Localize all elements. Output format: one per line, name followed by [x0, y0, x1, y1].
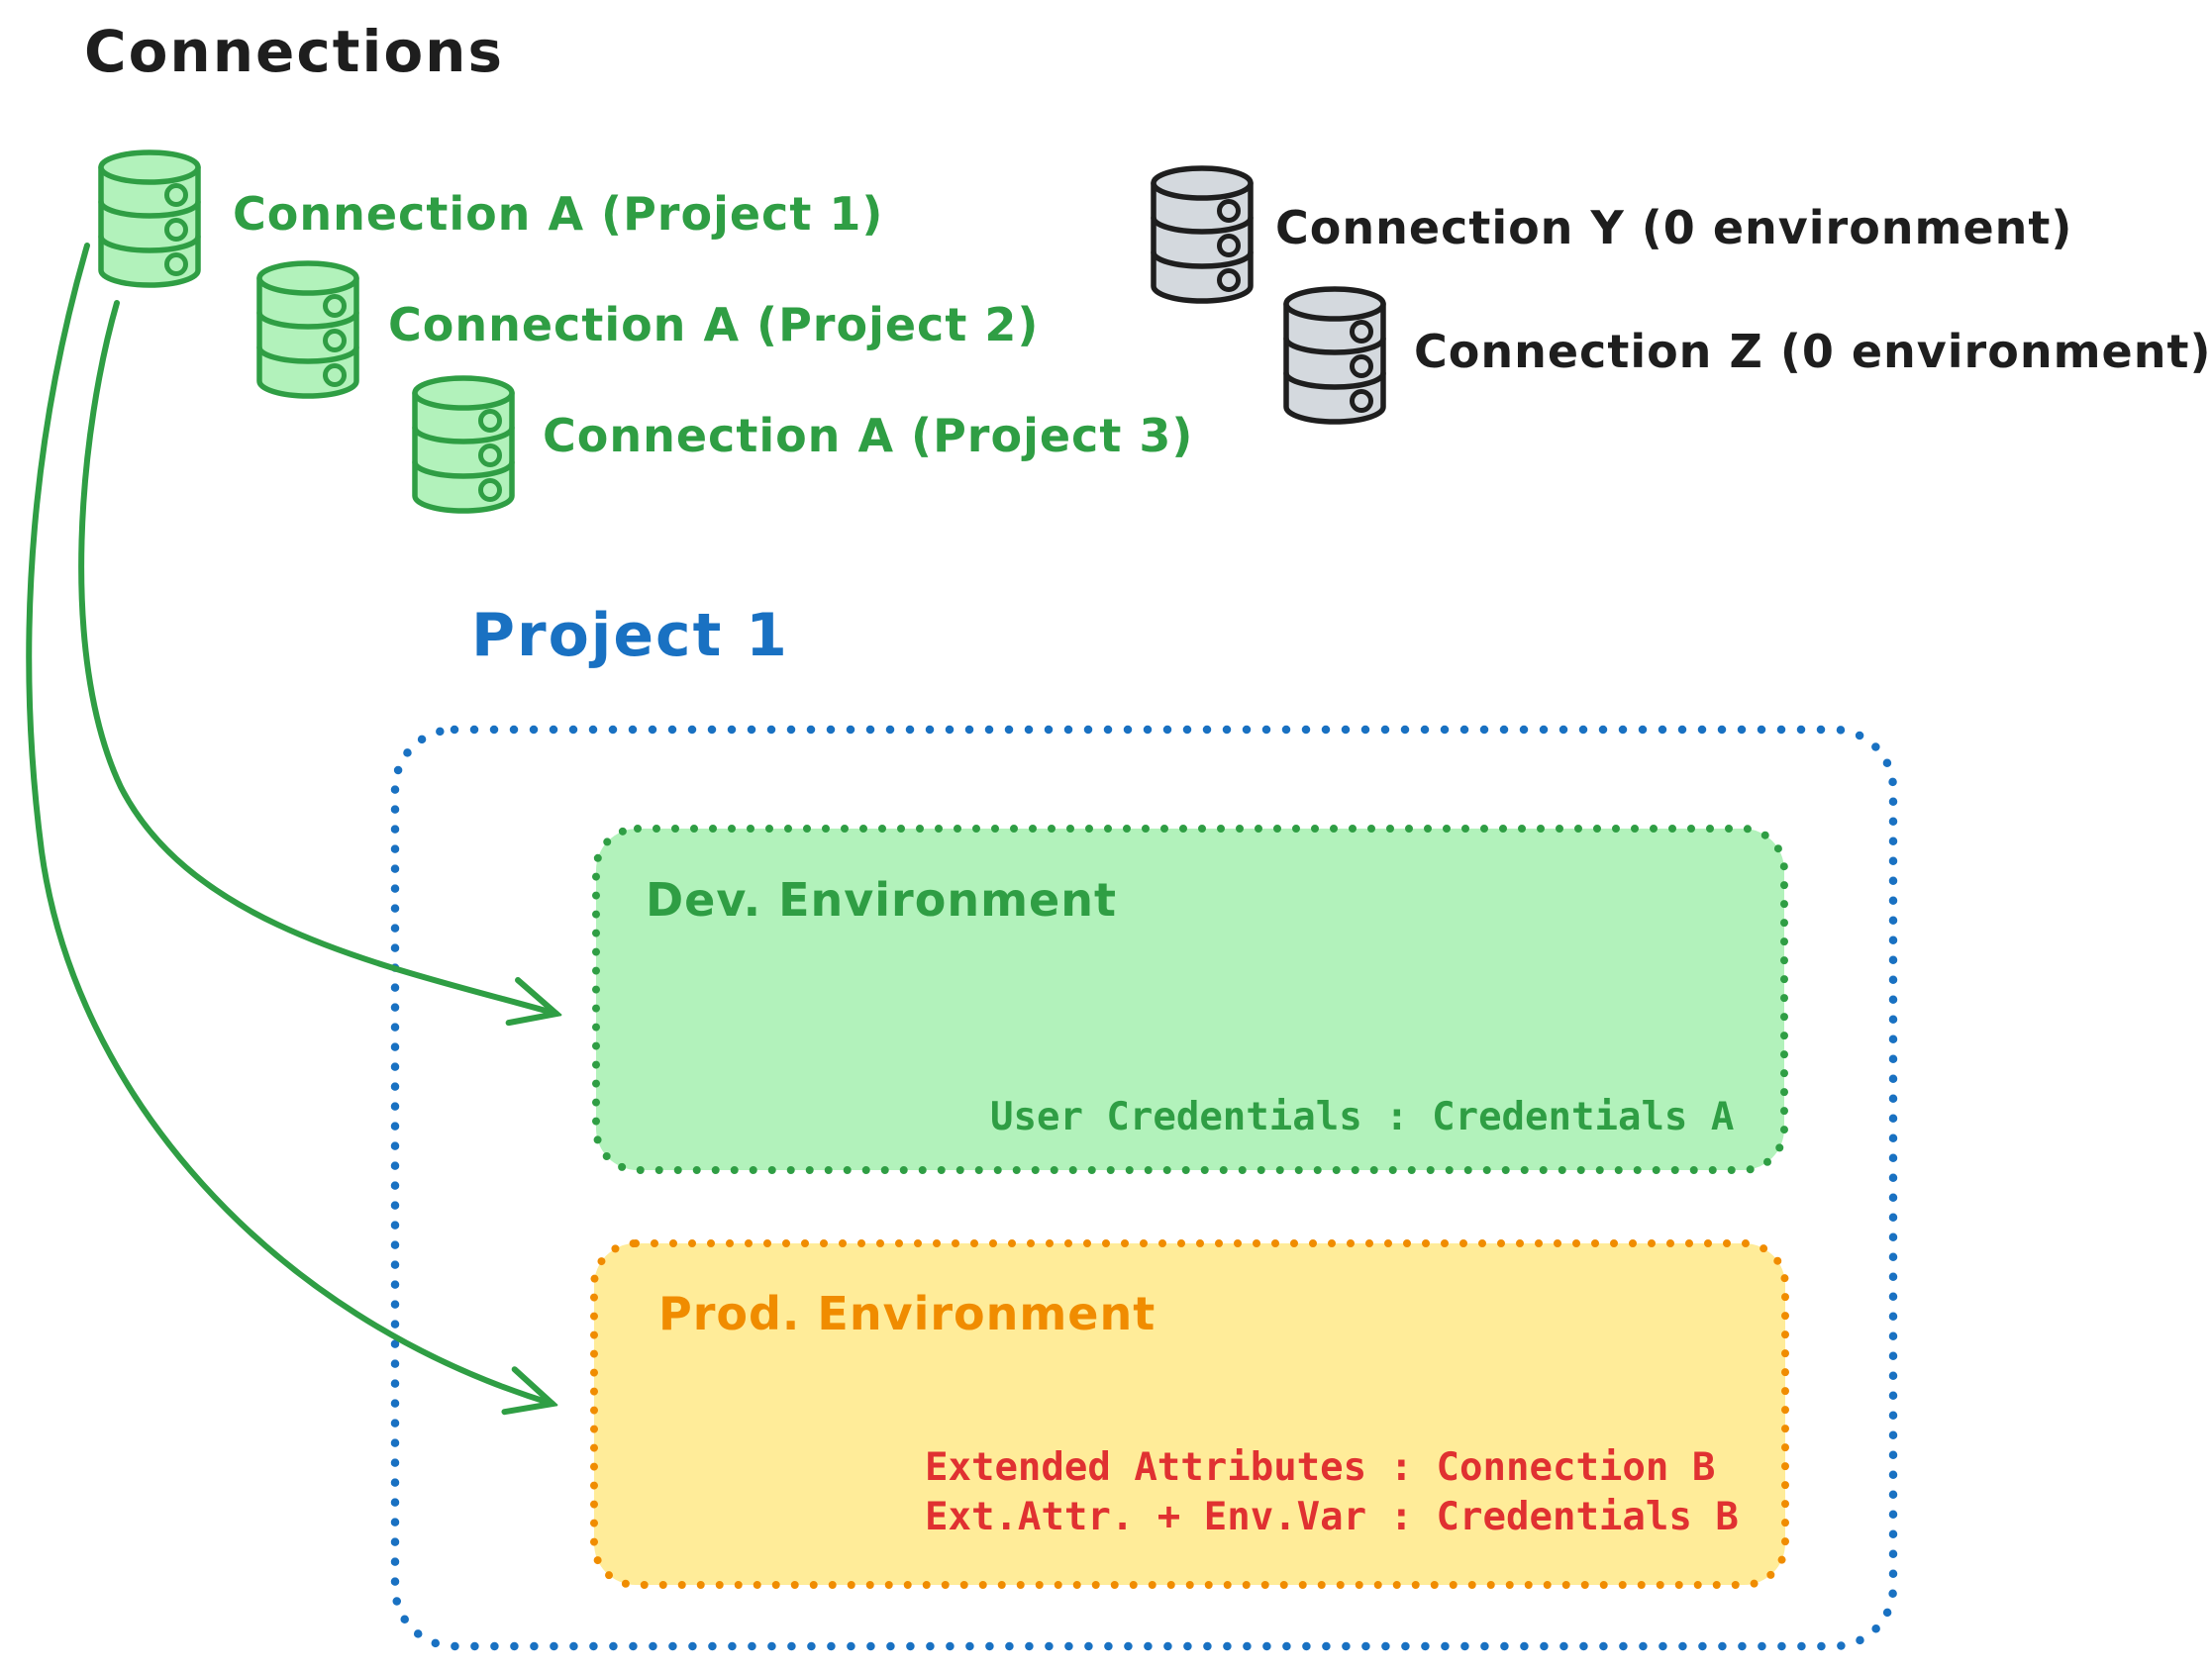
arrow-connection-a-to-dev-environment — [78, 300, 556, 1014]
project-1-title: Project 1 — [471, 601, 789, 670]
dev-environment-credentials-mapping: User Credentials : Credentials A — [990, 1095, 1735, 1139]
connection-a-project-1-label: Connection A (Project 1) — [233, 187, 884, 241]
dev-environment-box — [592, 825, 1788, 1174]
arrow-connection-a-to-prod-environment — [26, 243, 553, 1404]
prod-mapping-line-2: Ext.Attr. + Env.Var : Credentials B — [925, 1495, 1739, 1539]
database-icon-connection-y — [1154, 168, 1251, 301]
connection-y-label: Connection Y (0 environment) — [1275, 201, 2073, 254]
dev-environment-title: Dev. Environment — [646, 873, 1117, 927]
connection-z-label: Connection Z (0 environment) — [1414, 325, 2212, 378]
prod-mapping-line-1: Extended Attributes : Connection B — [925, 1445, 1716, 1490]
prod-environment-title: Prod. Environment — [658, 1287, 1156, 1340]
prod-environment-credentials-mappings: Extended Attributes : Connection B Ext.A… — [925, 1443, 1739, 1542]
database-icon-connection-z — [1286, 289, 1383, 422]
database-icon-connection-a-project-1 — [101, 152, 198, 285]
database-icon-connection-a-project-3 — [415, 378, 512, 511]
database-icon-connection-a-project-2 — [259, 263, 356, 396]
connection-a-project-2-label: Connection A (Project 2) — [388, 298, 1040, 351]
connection-a-project-3-label: Connection A (Project 3) — [543, 409, 1194, 462]
project-1-box — [390, 725, 1898, 1651]
prod-environment-box — [590, 1239, 1789, 1589]
diagram-title: Connections — [84, 18, 504, 85]
